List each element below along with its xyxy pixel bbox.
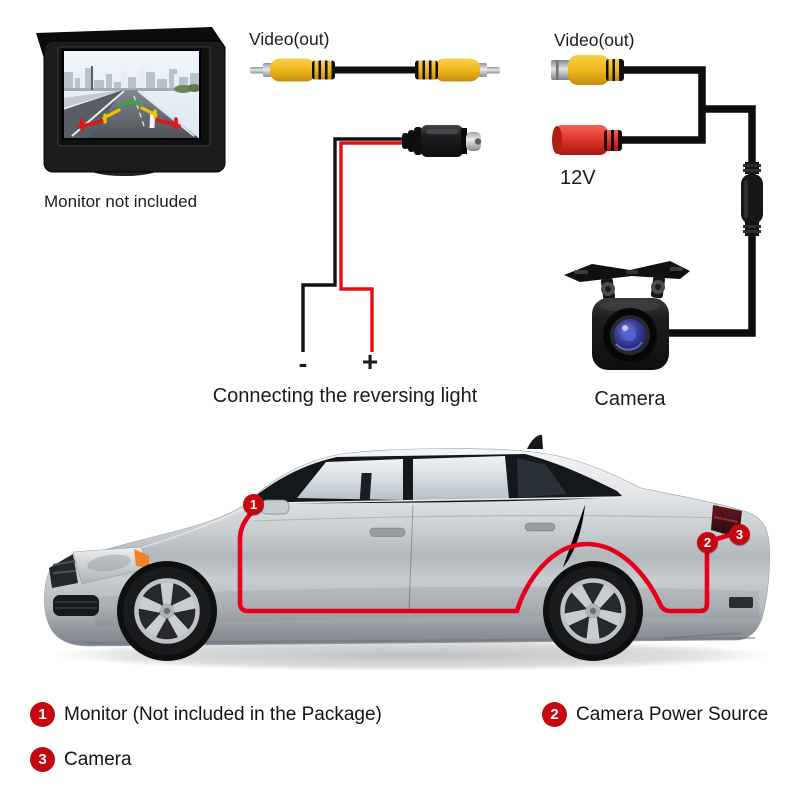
rca-plug-left [250,58,335,82]
car-image [44,434,773,671]
car-front-details [49,546,150,616]
positive-wire [339,141,406,352]
car-door-details [260,499,586,612]
rca-cable-image [250,58,500,82]
power-12v-label: 12V [560,167,596,189]
rca-plug-right [415,58,500,82]
legend-badge-3: 3 [30,747,55,772]
harness-wires [620,66,756,337]
reversing-light-caption: Connecting the reversing light [212,385,478,407]
legend-badge-2: 2 [542,702,567,727]
monitor-screen [62,49,201,140]
rear-wheel [543,561,643,661]
inline-connector [741,162,763,236]
video-out-left-label: Video(out) [249,29,330,49]
car-badge-camera: 3 [729,524,750,545]
camera-harness-image [551,55,763,370]
negative-wire [301,137,406,352]
legend-label-monitor: Monitor (Not included in the Package) [64,704,382,725]
legend-label-power: Camera Power Source [576,704,769,725]
monitor-caption: Monitor not included [44,192,198,211]
plus-label: + [361,346,379,377]
car-badge-power: 2 [697,532,718,553]
dc-power-plug [402,125,482,157]
parking-guidelines [77,99,181,131]
monitor-image [36,27,226,176]
rca-jack-yellow [551,55,624,85]
legend-badge-1: 1 [30,702,55,727]
power-plug-wires-image [301,125,482,352]
camera-caption: Camera [594,388,666,410]
car-windows [246,454,623,505]
legend-label-camera: Camera [64,749,132,770]
camera-image [564,261,690,370]
front-wheel [117,561,217,661]
car-badge-monitor: 1 [243,494,264,515]
minus-label: - [298,348,308,378]
power-connector-red [552,125,622,155]
video-out-right-label: Video(out) [554,30,635,50]
